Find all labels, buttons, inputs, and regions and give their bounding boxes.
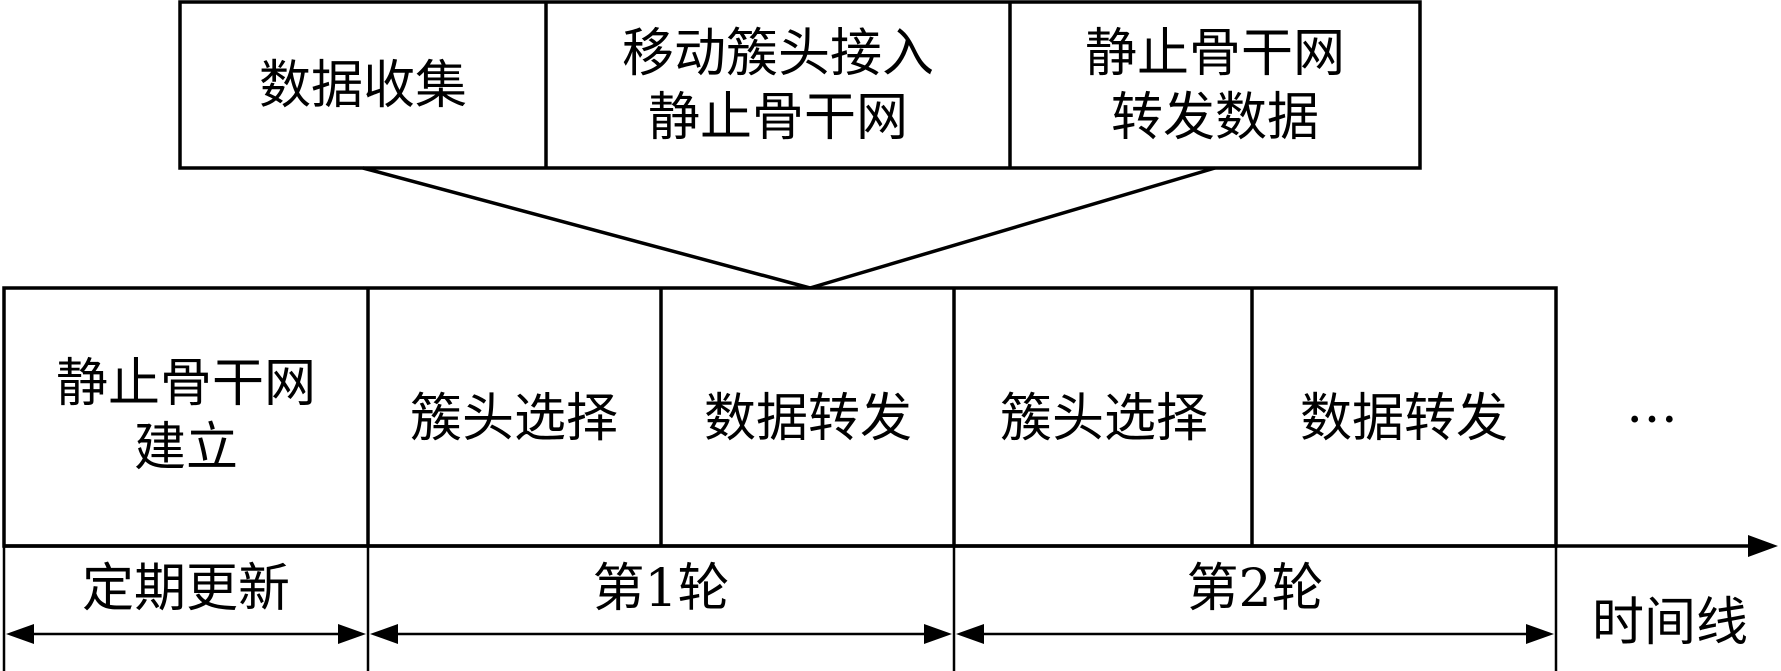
timeline-frame bbox=[2, 286, 1558, 548]
phase-backbone-forward-label-line1: 静止骨干网 bbox=[1085, 24, 1345, 84]
interval-round-1-label: 第1轮 bbox=[592, 559, 729, 619]
round1-cluster-head-selection-label: 簇头选择 bbox=[410, 389, 618, 449]
round2-data-forwarding-label: 数据转发 bbox=[1300, 389, 1508, 449]
timeline-box-group: 静止骨干网 建立 簇头选择 数据转发 簇头选择 数据转发 bbox=[2, 286, 1558, 548]
backbone-setup-label-line2: 建立 bbox=[134, 418, 238, 478]
phase-mobile-access-label-line2: 静止骨干网 bbox=[648, 88, 908, 148]
top-phase-group: 数据收集 移动簇头接入 静止骨干网 静止骨干网 转发数据 bbox=[178, 0, 1422, 170]
time-axis-label: 时间线 bbox=[1592, 593, 1748, 653]
interval-arrowhead-right bbox=[338, 624, 366, 644]
expansion-line-right bbox=[809, 166, 1216, 290]
round1-data-forwarding-label: 数据转发 bbox=[704, 389, 912, 449]
time-axis-arrowhead bbox=[1748, 535, 1778, 557]
interval-arrowhead-right bbox=[924, 624, 952, 644]
interval-arrowhead-left bbox=[370, 624, 398, 644]
top-phase-frame bbox=[178, 0, 1422, 170]
expansion-line-left bbox=[362, 166, 811, 290]
ellipsis: … bbox=[1626, 375, 1678, 435]
interval-arrowhead-left bbox=[6, 624, 34, 644]
interval-round-1: 第1轮 bbox=[370, 559, 952, 644]
interval-arrowhead-left bbox=[956, 624, 984, 644]
phase-backbone-forward-label-line2: 转发数据 bbox=[1111, 88, 1319, 148]
phase-data-collection-label: 数据收集 bbox=[259, 56, 467, 116]
interval-periodic-update: 定期更新 bbox=[6, 559, 366, 644]
interval-periodic-update-label: 定期更新 bbox=[82, 559, 290, 619]
phase-mobile-access-label-line1: 移动簇头接入 bbox=[622, 24, 934, 84]
interval-round-2: 第2轮 bbox=[956, 559, 1554, 644]
interval-arrowhead-right bbox=[1526, 624, 1554, 644]
interval-round-2-label: 第2轮 bbox=[1186, 559, 1323, 619]
backbone-setup-label-line1: 静止骨干网 bbox=[56, 354, 316, 414]
round2-cluster-head-selection-label: 簇头选择 bbox=[1000, 389, 1208, 449]
